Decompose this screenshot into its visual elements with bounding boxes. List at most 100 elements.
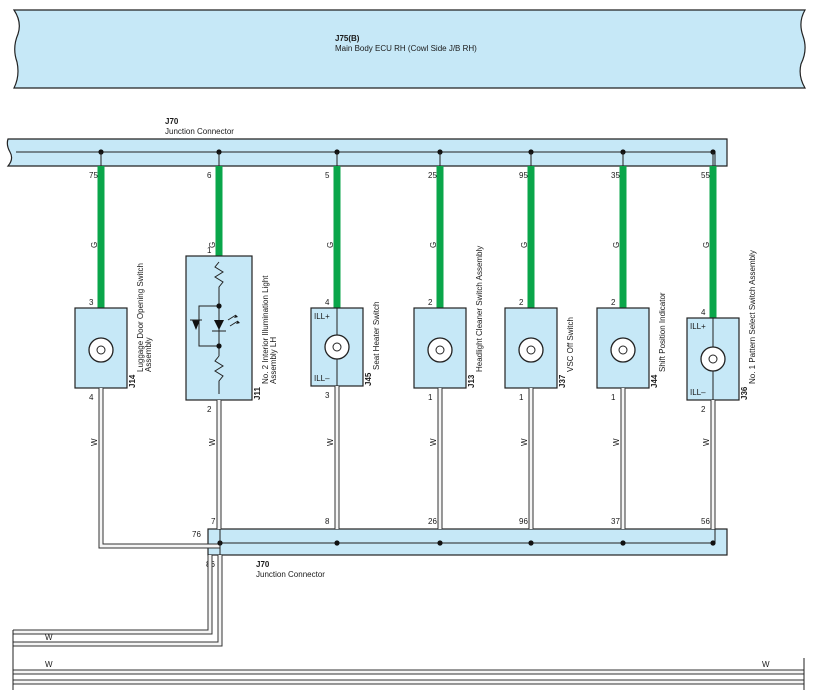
out-pin-j45: 3 (325, 391, 330, 400)
led-junction (216, 343, 222, 349)
wire-color-bottom-j44: W (612, 438, 621, 446)
in-pin-j13: 2 (428, 298, 433, 307)
in-pin-j44: 2 (611, 298, 616, 307)
in-pin-j45: 4 (325, 298, 330, 307)
bulb-icon (618, 345, 628, 355)
bottom-splice-j37 (528, 540, 534, 546)
ecu-code: J75(B) (335, 34, 360, 43)
bulb-icon (427, 337, 453, 363)
bottom-connector-code: J70 (256, 560, 270, 569)
in-pin-j37: 2 (519, 298, 524, 307)
ecu-outline (12, 9, 807, 89)
harness-wire-1 (13, 555, 222, 646)
component-box-j44 (596, 307, 650, 389)
top-connector-code: J70 (165, 117, 179, 126)
wire-color-top-j36: G (702, 242, 711, 248)
harness-wire-0-edge (13, 555, 213, 635)
bottom-pin-j37: 96 (519, 517, 528, 526)
wire-color-top-j13: G (429, 242, 438, 248)
wire-color-bottom-j37: W (520, 438, 529, 446)
out-pin-j13: 1 (428, 393, 433, 402)
component-box-j14 (74, 307, 128, 389)
led-junction (216, 303, 222, 309)
top-pin-j13: 25 (428, 171, 437, 180)
bottom-pin-j45: 8 (325, 517, 330, 526)
bulb-icon (88, 337, 114, 363)
bottom-connector-name: Junction Connector (256, 570, 325, 579)
wire-color-bottom-j11: W (208, 438, 217, 446)
ill-minus-j36: ILL– (690, 388, 706, 397)
bottom-pin-j36: 56 (701, 517, 710, 526)
wire-color-bottom-j14: W (90, 438, 99, 446)
out-pin-j11: 2 (207, 405, 212, 414)
bulb-icon (700, 346, 726, 372)
top-pin-j44: 35 (611, 171, 620, 180)
out-pin-j36: 2 (701, 405, 706, 414)
top-pin-j11: 6 (207, 171, 212, 180)
bulb-icon (332, 342, 342, 352)
component-name2-j11: Assembly LH (269, 337, 278, 384)
component-code-j11: J11 (253, 387, 262, 400)
component-name-j44: Shift Position Indicator (658, 292, 667, 372)
component-name2-j14: Assembly (144, 337, 153, 372)
top-pin-j36: 55 (701, 171, 710, 180)
ill-minus-j45: ILL– (314, 374, 330, 383)
out-pin-j37: 1 (519, 393, 524, 402)
bulb-icon (610, 337, 636, 363)
green-wire-j44 (619, 166, 627, 308)
harness-wire-2-label-right: W (762, 660, 770, 669)
bulb-icon (526, 345, 536, 355)
green-wire-j45 (333, 166, 341, 308)
wire-color-top-j14: G (90, 242, 99, 248)
green-wire-j36 (709, 166, 717, 318)
wire-color-bottom-j36: W (702, 438, 711, 446)
component-name-j14: Luggage Door Opening Switch (136, 263, 145, 372)
top-pin-j37: 95 (519, 171, 528, 180)
component-name-j37: VSC Off Switch (566, 317, 575, 372)
component-code-j36: J36 (740, 386, 749, 400)
bottom-splice-j13 (437, 540, 443, 546)
bottom-splice-j36 (710, 540, 716, 546)
component-code-j45: J45 (364, 372, 373, 386)
bottom-connector-bar (207, 528, 728, 556)
ecu-name: Main Body ECU RH (Cowl Side J/B RH) (335, 44, 477, 53)
led-icon (214, 320, 224, 330)
led-light-arrows-icon (234, 315, 238, 318)
bulb-icon (96, 345, 106, 355)
bottom-pin-j44: 37 (611, 517, 620, 526)
led-light-arrows-icon (236, 321, 240, 324)
component-name-j13: Headlight Cleaner Switch Assembly (475, 246, 484, 372)
top-pin-j45: 5 (325, 171, 330, 180)
zener-diode-icon (192, 320, 200, 330)
component-code-j13: J13 (467, 374, 476, 388)
bottom-splice-j44 (620, 540, 626, 546)
white-wire-j14-edge (98, 388, 220, 549)
white-wire-j14 (99, 388, 220, 548)
bulb-icon (435, 345, 445, 355)
wire-color-top-j45: G (326, 242, 335, 248)
harness-wire-1-label: W (45, 633, 53, 642)
wire-color-bottom-j13: W (429, 438, 438, 446)
in-pin-j14: 3 (89, 298, 94, 307)
in-pin-j36: 4 (701, 308, 706, 317)
top-junction-connector: J70 Junction Connector (6, 117, 728, 167)
bottom-pin-j13: 26 (428, 517, 437, 526)
ecu-box: J75(B) Main Body ECU RH (Cowl Side J/B R… (12, 9, 807, 89)
top-connector-name: Junction Connector (165, 127, 234, 136)
out-pin-j44: 1 (611, 393, 616, 402)
bottom-splice-j45 (334, 540, 340, 546)
bulb-icon (708, 354, 718, 364)
bulb-icon (324, 334, 350, 360)
green-wire-j37 (527, 166, 535, 308)
ill-plus-j36: ILL+ (690, 322, 706, 331)
bulb-icon (518, 337, 544, 363)
out-pin-j14: 4 (89, 393, 94, 402)
component-code-j44: J44 (650, 374, 659, 388)
